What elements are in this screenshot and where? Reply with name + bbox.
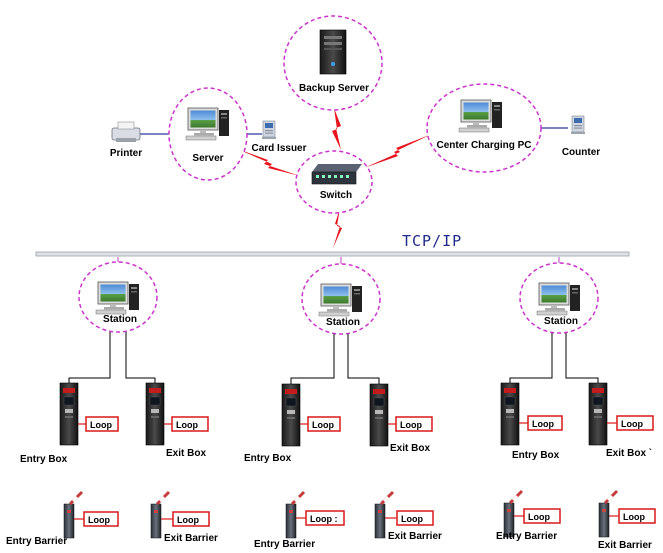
backup-server-icon: [319, 29, 347, 75]
exit-box-label: Exit Box `: [606, 448, 652, 459]
loop-box: [171, 416, 209, 432]
station-label: Station: [103, 314, 137, 325]
entry-barrier-label: Entry Barrier: [496, 531, 557, 542]
server-label: Server: [192, 153, 223, 164]
switch-icon: [311, 164, 362, 185]
entry-barrier-label: Entry Barrier: [6, 536, 67, 547]
loop-label: Loop :: [310, 514, 338, 524]
loop-label: Loop: [176, 420, 198, 430]
station-group-3: Station Loop Loop Entry Box Exit Box ` L…: [496, 257, 656, 551]
printer-icon: [111, 121, 141, 142]
switch-label: Switch: [320, 190, 352, 201]
counter-label: Counter: [562, 147, 600, 158]
loop-box: [396, 510, 434, 526]
loop-label: Loop: [401, 514, 423, 524]
entry-barrier-icon: [62, 490, 84, 540]
loop-label: Loop: [312, 420, 334, 430]
exit-barrier-label: Exit Barrier: [388, 531, 442, 542]
loop-box: [83, 511, 119, 527]
loop-label: Loop: [88, 515, 110, 525]
lightning-switch-bus: [333, 208, 342, 248]
network-label: TCP/IP: [402, 232, 462, 250]
center-pc-label: Center Charging PC: [436, 140, 531, 151]
exit-box-icon: [369, 383, 389, 447]
loop-box: [307, 416, 341, 432]
exit-box-icon: [588, 382, 608, 446]
station-group-2: Station Loop Loop Entry Box Exit Box Loo…: [244, 257, 442, 550]
entry-box-icon: [500, 382, 520, 446]
lightning-server-switch: [235, 148, 300, 176]
loop-box: [618, 508, 656, 524]
loop-box: [527, 415, 563, 431]
entry-box-label: Entry Box: [20, 454, 68, 465]
station-wire-entry: [68, 332, 111, 383]
lightning-backup-switch: [332, 108, 341, 150]
card-issuer-icon: [261, 120, 277, 140]
station-wire-entry: [290, 334, 335, 384]
station-wire-exit: [565, 333, 599, 383]
loop-label: Loop: [532, 419, 554, 429]
loop-box: [85, 416, 119, 432]
loop-label: Loop: [528, 512, 550, 522]
loop-label: Loop: [400, 420, 422, 430]
exit-barrier-label: Exit Barrier: [598, 540, 652, 551]
loop-label: Loop: [621, 419, 643, 429]
station-group-1: Station Loop Loop Entry Box Exit Box Loo…: [6, 257, 218, 547]
station-wire-exit: [125, 332, 156, 383]
loop-box: [395, 416, 433, 432]
entry-barrier-label: Entry Barrier: [254, 539, 315, 550]
loop-box: [523, 508, 561, 524]
entry-box-icon: [281, 383, 301, 447]
loop-label: Loop: [177, 515, 199, 525]
entry-box-label: Entry Box: [512, 450, 560, 461]
exit-box-label: Exit Box: [390, 443, 430, 454]
loop-box: [305, 510, 345, 526]
exit-box-icon: [145, 382, 165, 446]
counter-icon: [570, 115, 586, 135]
backup-server-label: Backup Server: [299, 83, 369, 94]
station-label: Station: [544, 316, 578, 327]
loop-label: Loop: [623, 512, 645, 522]
exit-barrier-label: Exit Barrier: [164, 533, 218, 544]
exit-box-label: Exit Box: [166, 448, 206, 459]
loop-box: [616, 415, 654, 431]
station-label: Station: [326, 317, 360, 328]
network-bus: [35, 251, 630, 257]
entry-box-label: Entry Box: [244, 453, 292, 464]
printer-label: Printer: [110, 148, 142, 159]
card-issuer-label: Card Issuer: [251, 143, 306, 154]
lightning-centerpc-switch: [364, 134, 432, 168]
entry-barrier-icon: [284, 490, 306, 540]
entry-box-icon: [59, 382, 79, 446]
loop-box: [172, 511, 210, 527]
station-wire-exit: [347, 334, 380, 384]
loop-label: Loop: [90, 420, 112, 430]
exit-barrier-icon: [149, 490, 171, 540]
exit-barrier-icon: [597, 489, 619, 539]
station-wire-entry: [509, 333, 553, 383]
